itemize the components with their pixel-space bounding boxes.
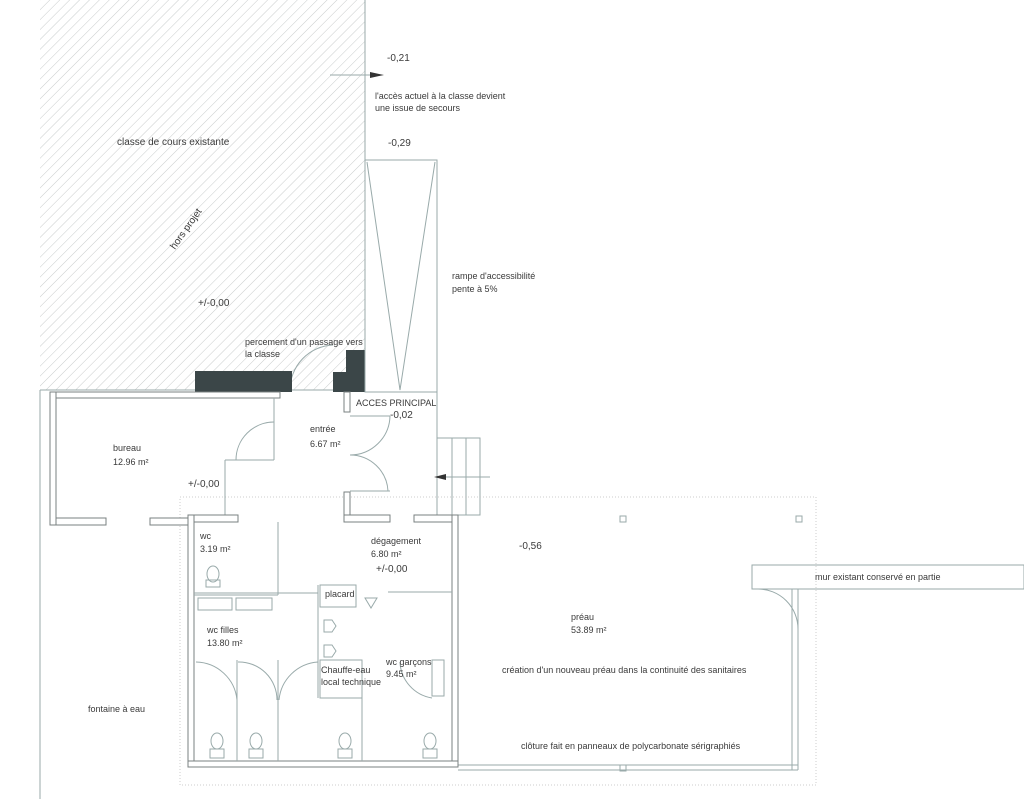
room-area: 6.80 m² xyxy=(371,549,402,559)
existing-wall-block xyxy=(195,371,292,392)
existing-wall-label: mur existant conservé en partie xyxy=(815,572,941,582)
bureau-walls xyxy=(49,391,281,526)
preau-outline xyxy=(179,496,817,786)
fountain-label: fontaine à eau xyxy=(88,704,145,714)
entrance-steps xyxy=(434,437,490,516)
toilet-icon xyxy=(209,732,225,759)
room-name: entrée xyxy=(310,424,336,434)
access-ramp xyxy=(364,159,438,515)
room-area: 6.67 m² xyxy=(310,439,341,449)
level-label: -0,02 xyxy=(390,410,413,421)
arrow-icon xyxy=(370,72,384,78)
fence-note: clôture fait en panneaux de polycarbonat… xyxy=(521,741,741,751)
room-name: placard xyxy=(325,589,355,599)
sanitary-block-walls xyxy=(187,514,459,768)
room-area: 3.19 m² xyxy=(200,544,231,554)
access-note: une issue de secours xyxy=(375,103,461,113)
room-name: wc garçons xyxy=(385,657,432,667)
opening-label: percement d'un passage vers xyxy=(245,337,363,347)
arrow-icon xyxy=(434,474,446,480)
ramp-label: pente à 5% xyxy=(452,284,498,294)
main-access-label: ACCES PRINCIPAL xyxy=(356,398,436,408)
classroom-level: +/-0,00 xyxy=(198,298,230,309)
opening-label: la classe xyxy=(245,349,280,359)
classroom-label: classe de cours existante xyxy=(117,137,230,148)
urinal-icon xyxy=(323,597,378,658)
room-area: 12.96 m² xyxy=(113,457,149,467)
room-name: préau xyxy=(571,612,594,622)
room-area: 53.89 m² xyxy=(571,625,607,635)
room-name: wc filles xyxy=(206,625,239,635)
level-label: -0,21 xyxy=(387,53,410,64)
ramp-label: rampe d'accessibilité xyxy=(452,271,535,281)
room-name: Chauffe-eau xyxy=(321,665,370,675)
room-name: dégagement xyxy=(371,536,422,546)
new-preau-note: création d'un nouveau préau dans la cont… xyxy=(502,665,747,675)
room-name: wc xyxy=(199,531,211,541)
level-label: -0,29 xyxy=(388,138,411,149)
existing-classroom-hatch xyxy=(40,0,365,390)
room-area: 13.80 m² xyxy=(207,638,243,648)
toilet-icon xyxy=(422,732,438,759)
existing-wall xyxy=(751,564,1024,590)
entrance-walls xyxy=(343,391,391,519)
toilet-icon xyxy=(205,565,221,588)
room-name: bureau xyxy=(113,443,141,453)
level-label: -0,56 xyxy=(519,541,542,552)
level-label: +/-0,00 xyxy=(188,479,220,490)
existing-wall-block xyxy=(333,350,365,392)
room-area: local technique xyxy=(321,677,381,687)
toilet-icon xyxy=(337,732,353,759)
level-label: +/-0,00 xyxy=(376,564,408,575)
room-area: 9.45 m² xyxy=(386,669,417,679)
toilet-icon xyxy=(248,732,264,759)
access-note: l'accès actuel à la classe devient xyxy=(375,91,506,101)
